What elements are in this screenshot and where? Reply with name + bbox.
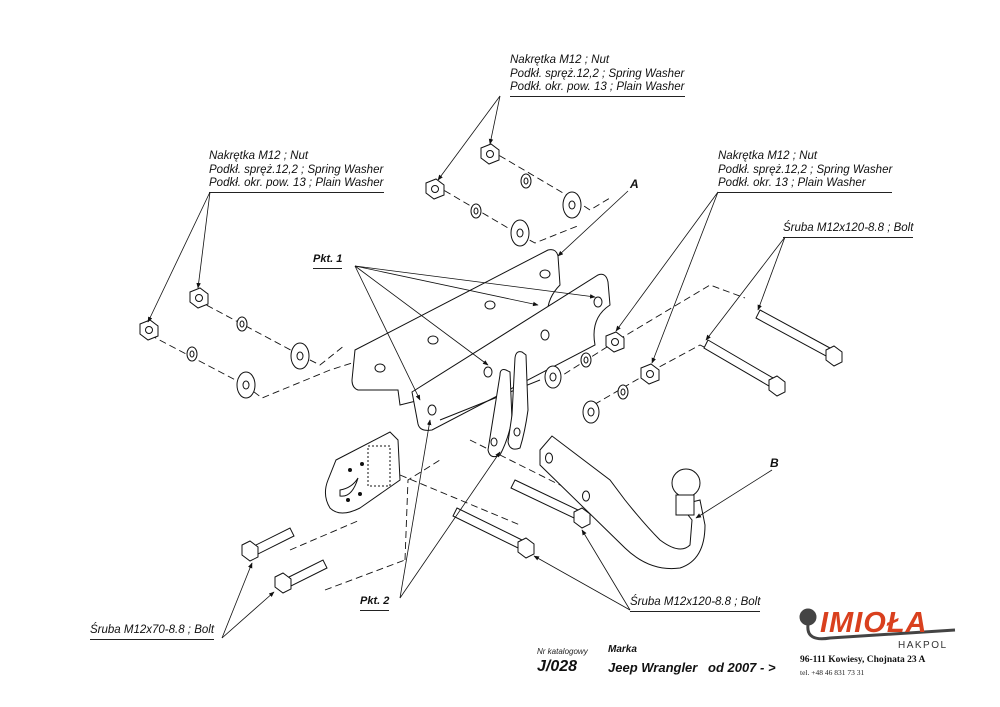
nut-icon xyxy=(605,331,625,353)
callout-top-center: Nakrętka M12 ; Nut Podkł. spręż.12,2 ; S… xyxy=(510,54,685,97)
callout-top-right: Nakrętka M12 ; Nut Podkł. spręż.12,2 ; S… xyxy=(718,150,893,193)
callout-bolt-bottom-center: Śruba M12x120-8.8 ; Bolt xyxy=(630,596,761,612)
callout-top-left: Nakrętka M12 ; Nut Podkł. spręż.12,2 ; S… xyxy=(209,150,384,193)
mounting-bracket-a xyxy=(351,249,611,458)
spring-washer-icon xyxy=(520,173,532,189)
electrical-socket-plate xyxy=(324,431,401,514)
top-fastener-group xyxy=(425,143,582,247)
callout-nut-label: Nakrętka M12 ; Nut xyxy=(510,54,610,66)
plain-washer-icon xyxy=(510,219,530,247)
catalog-number-label: Nr katalogowy xyxy=(537,647,588,656)
callout-spring-washer-label: Podkł. spręż.12,2 ; Spring Washer xyxy=(718,163,893,176)
company-logo-mark xyxy=(799,608,956,641)
marker-b: B xyxy=(770,456,779,470)
spring-washer-icon xyxy=(617,384,629,400)
nut-icon xyxy=(139,319,159,341)
model-year: od 2007 - > xyxy=(708,660,776,675)
callout-plain-washer-label: Podkł. okr. 13 ; Plain Washer xyxy=(718,177,866,189)
callout-nut-label: Nakrętka M12 ; Nut xyxy=(718,150,818,162)
marker-pkt-1: Pkt. 1 xyxy=(313,253,343,269)
callout-nut-label: Nakrętka M12 ; Nut xyxy=(209,150,309,162)
plain-washer-icon xyxy=(236,371,256,399)
callout-spring-washer-label: Podkł. spręż.12,2 ; Spring Washer xyxy=(209,163,384,176)
callout-spring-washer-label: Podkł. spręż.12,2 ; Spring Washer xyxy=(510,67,685,80)
catalog-number: J/028 xyxy=(537,658,578,675)
nut-icon xyxy=(480,143,500,165)
callout-bolt-right: Śruba M12x120-8.8 ; Bolt xyxy=(783,222,914,238)
leader-lines xyxy=(147,95,786,639)
plain-washer-icon xyxy=(290,342,310,370)
nut-icon xyxy=(425,178,445,200)
bolt-m12x70-left xyxy=(241,527,328,594)
marker-a: A xyxy=(630,177,639,191)
plain-washer-icon xyxy=(562,191,582,219)
spring-washer-icon xyxy=(236,316,248,332)
callout-plain-washer-label: Podkł. okr. pow. 13 ; Plain Washer xyxy=(510,81,685,93)
company-logo: IMIOŁA HAKPOL xyxy=(790,602,965,682)
brand-label: Marka xyxy=(608,644,637,655)
callout-bolt-left: Śruba M12x70-8.8 ; Bolt xyxy=(90,624,215,640)
spring-washer-icon xyxy=(186,346,198,362)
left-fastener-group xyxy=(139,287,310,399)
plain-washer-icon xyxy=(582,400,600,424)
nut-icon xyxy=(640,363,660,385)
vehicle-brand: Jeep Wrangler xyxy=(608,660,698,675)
spring-washer-icon xyxy=(470,203,482,219)
bolt-m12x120-bottom xyxy=(452,479,591,559)
company-phone: tel. +48 46 831 73 31 xyxy=(800,668,865,677)
right-fastener-group xyxy=(544,331,660,424)
spring-washer-icon xyxy=(580,352,592,368)
company-name: IMIOŁA xyxy=(820,607,928,639)
tow-bar-ball-arm xyxy=(539,435,706,570)
marker-pkt-2: Pkt. 2 xyxy=(360,595,390,611)
company-address: 96-111 Kowiesy, Chojnata 23 A xyxy=(800,655,926,665)
callout-plain-washer-label: Podkł. okr. pow. 13 ; Plain Washer xyxy=(209,177,384,189)
company-subname: HAKPOL xyxy=(898,640,948,651)
plain-washer-icon xyxy=(544,365,562,389)
bolt-m12x120-right xyxy=(703,309,843,397)
nut-icon xyxy=(189,287,209,309)
